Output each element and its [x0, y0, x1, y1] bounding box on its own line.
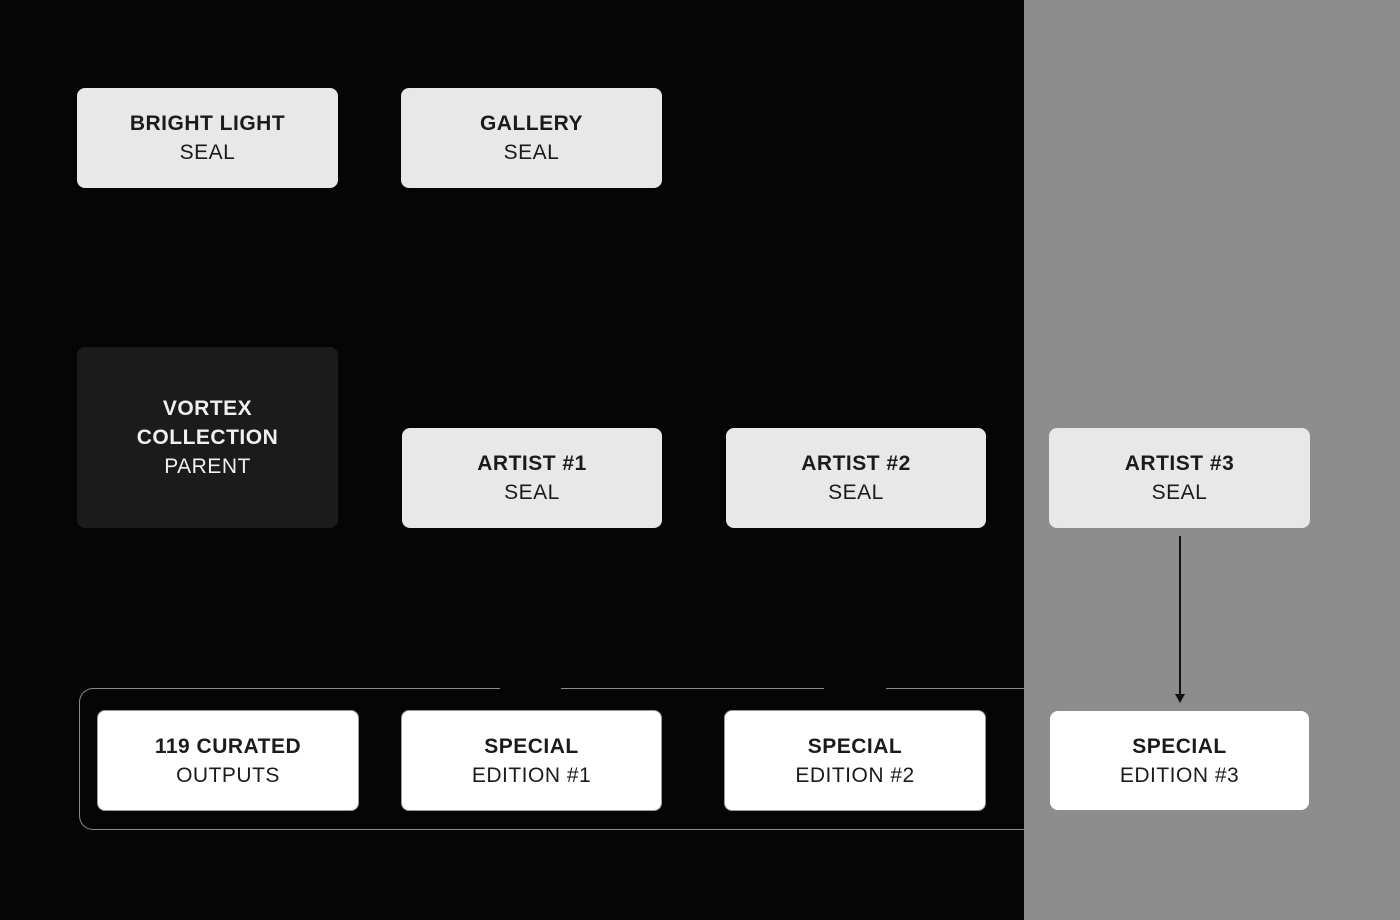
vortex-collection-parent-node[interactable]: VORTEX COLLECTION PARENT — [77, 347, 338, 528]
artist-3-seal-node[interactable]: ARTIST #3 SEAL — [1049, 428, 1310, 528]
node-subtitle: OUTPUTS — [176, 763, 280, 787]
node-subtitle: SEAL — [504, 481, 560, 504]
gallery-seal-node[interactable]: GALLERY SEAL — [401, 88, 662, 188]
node-title: SPECIAL — [807, 734, 903, 758]
frame-gap — [500, 686, 561, 690]
connector-line — [1179, 536, 1181, 696]
node-title-line1: VORTEX — [162, 397, 253, 420]
artist-1-seal-node[interactable]: ARTIST #1 SEAL — [402, 428, 662, 528]
node-title: GALLERY — [479, 112, 584, 135]
node-title: SPECIAL — [1132, 734, 1227, 758]
special-edition-2-node[interactable]: SPECIAL EDITION #2 — [724, 710, 986, 811]
node-subtitle: EDITION #1 — [471, 763, 592, 787]
node-subtitle: SEAL — [828, 481, 884, 504]
node-subtitle: EDITION #2 — [795, 763, 915, 787]
node-title: ARTIST #3 — [1124, 452, 1235, 475]
node-subtitle: SEAL — [1151, 481, 1208, 504]
node-title: 119 CURATED — [154, 734, 302, 758]
node-title: ARTIST #2 — [801, 452, 911, 475]
special-edition-3-node[interactable]: SPECIAL EDITION #3 — [1050, 711, 1309, 810]
node-title-line2: COLLECTION — [136, 426, 279, 449]
node-subtitle: EDITION #3 — [1119, 763, 1240, 787]
arrow-down-icon — [1175, 694, 1185, 703]
frame-gap — [824, 686, 886, 690]
node-subtitle: SEAL — [503, 141, 560, 164]
bright-light-seal-node[interactable]: BRIGHT LIGHT SEAL — [77, 88, 338, 188]
node-title: BRIGHT LIGHT — [129, 112, 286, 135]
node-title: SPECIAL — [484, 734, 579, 758]
node-subtitle: SEAL — [179, 141, 236, 164]
node-title: ARTIST #1 — [477, 452, 587, 475]
artist-2-seal-node[interactable]: ARTIST #2 SEAL — [726, 428, 986, 528]
node-subtitle: PARENT — [164, 455, 251, 478]
curated-outputs-node[interactable]: 119 CURATED OUTPUTS — [97, 710, 359, 811]
special-edition-1-node[interactable]: SPECIAL EDITION #1 — [401, 710, 662, 811]
